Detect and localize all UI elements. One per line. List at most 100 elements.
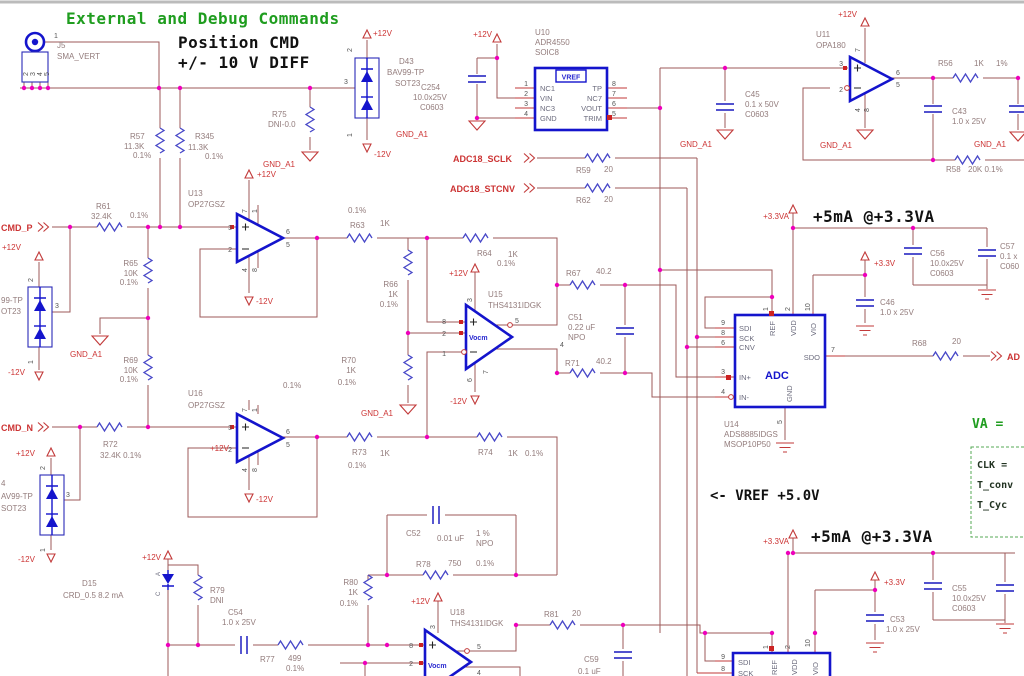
pin-markers	[230, 66, 850, 665]
capacitor-c53	[865, 614, 885, 622]
u16-pin7: 7	[242, 408, 249, 412]
capacitor-c254	[467, 75, 487, 83]
label-r66-v1: 1K	[388, 290, 398, 299]
u10-pin4: 4	[524, 111, 528, 118]
resistor-r61	[96, 222, 123, 232]
u15-vocm: Vocm	[469, 335, 488, 342]
label-u14-val: ADS8885IDGS	[724, 430, 778, 439]
u15-pin2: 2	[442, 331, 446, 338]
label-r57-v1: 11.3K	[124, 142, 145, 151]
note-position-cmd-2: +/- 10 V DIFF	[178, 53, 310, 72]
u11-pin5: 5	[896, 82, 900, 89]
label-j5: J5	[57, 41, 66, 50]
label-c57: C57	[1000, 242, 1015, 251]
label-r59-v1: 20	[604, 165, 613, 174]
power-label-p3v3: +3.3V	[874, 259, 896, 268]
u10-tp: TP	[592, 84, 602, 93]
u14-cnv: CNV	[739, 343, 755, 352]
opamp-u13	[235, 211, 286, 265]
resistor-r66	[403, 249, 413, 276]
label-r71-v1: 40.2	[596, 357, 612, 366]
label-c52-v3: NPO	[476, 539, 493, 548]
capacitor-c43	[923, 105, 943, 113]
u14-pin7: 7	[831, 347, 835, 354]
d14-pin2: 2	[40, 466, 47, 470]
label-r61-v2: 0.1%	[130, 211, 148, 220]
label-c43-v1: 1.0 x 25V	[952, 117, 986, 126]
label-r81-v1: 20	[572, 609, 581, 618]
u13-pin2: 2	[228, 247, 232, 254]
u14-pin3: 3	[721, 369, 725, 376]
label-r78: R78	[416, 560, 431, 569]
power-label-p12: +12V	[449, 269, 469, 278]
label-u18: U18	[450, 608, 465, 617]
label-c56-v2: C0603	[930, 269, 954, 278]
label-r64: R64	[477, 249, 492, 258]
j5-pin3: 3	[30, 72, 37, 76]
label-r77-v1: 499	[288, 654, 302, 663]
label-r80-v1: 1K	[348, 588, 358, 597]
label-r69-v2: 0.1%	[120, 375, 138, 384]
note-tconv: T_conv	[977, 480, 1013, 491]
u11-pin3: 3	[839, 61, 843, 68]
label-c55-v2: C0603	[952, 604, 976, 613]
label-c46-v1: 1.0 x 25V	[880, 308, 914, 317]
resistor-r79	[193, 574, 203, 601]
chevron-cmd-n	[37, 421, 50, 433]
label-c45: C45	[745, 90, 760, 99]
u10-nc7: NC7	[587, 94, 602, 103]
j5-pin-box	[21, 51, 49, 83]
label-d14-l1: 4	[1, 479, 6, 488]
u13-pin4: 4	[242, 268, 249, 272]
label-c52: C52	[406, 529, 421, 538]
capacitor-c54	[240, 635, 248, 655]
label-c53: C53	[890, 615, 905, 624]
resistor-r72	[96, 422, 123, 432]
ic-u19-adc2	[731, 651, 832, 676]
resistor-r56	[952, 73, 979, 83]
u18-vocm: Vocm	[428, 663, 447, 670]
power-label-p12: +12V	[2, 243, 22, 252]
u15-pin3: 3	[467, 298, 474, 302]
diode-d43	[354, 57, 380, 119]
label-u11-val: OPA180	[816, 41, 846, 50]
power-label-p12: +12V	[142, 553, 162, 562]
label-u14-pkg: MSOP10P50	[724, 440, 771, 449]
note-position-cmd-1: Position CMD	[178, 33, 300, 52]
label-r66-v2: 0.1%	[380, 300, 398, 309]
label-r73: R73	[352, 448, 367, 457]
label-r72: R72	[103, 440, 118, 449]
u14-inn: IN-	[739, 393, 750, 402]
label-u18-val: THS4131IDGK	[450, 619, 504, 628]
u11-pin4: 4	[855, 108, 862, 112]
resistor-r59	[584, 153, 611, 163]
note-vref: <- VREF +5.0V	[710, 488, 820, 504]
label-r68-v1: 20	[952, 337, 961, 346]
resistor-r77	[277, 640, 304, 650]
label-r66: R66	[383, 280, 398, 289]
chevron-adc18-stcnv	[523, 182, 536, 194]
u11-pin8: 8	[864, 108, 871, 112]
d13-pin1: 1	[28, 360, 35, 364]
j5-pin1: 1	[54, 33, 58, 40]
label-r69-v1: 10K	[124, 366, 139, 375]
u11-pin7: 7	[855, 48, 862, 52]
label-r72-v1: 32.4K 0.1%	[100, 451, 141, 460]
power-label-n12: -12V	[256, 297, 274, 306]
label-u11: U11	[816, 30, 831, 39]
u10-trim: TRIM	[584, 114, 602, 123]
label-r75-v1: DNI-0.0	[268, 120, 296, 129]
u19-pin2: 2	[785, 645, 792, 649]
u16-pin1: 1	[252, 408, 259, 412]
net-chevrons	[37, 152, 1003, 433]
u14-sdi: SDI	[739, 324, 752, 333]
d14-pin1: 1	[40, 548, 47, 552]
label-r79: R79	[210, 586, 225, 595]
net-cmd-p: CMD_P	[1, 223, 33, 233]
label-r57: R57	[130, 132, 145, 141]
power-label-p3v3a: +3.3VA	[763, 537, 790, 546]
u14-sdo: SDO	[804, 353, 820, 362]
u14-pin2: 2	[785, 307, 792, 311]
resistor-r68	[932, 351, 959, 361]
label-j5-val: SMA_VERT	[57, 52, 100, 61]
